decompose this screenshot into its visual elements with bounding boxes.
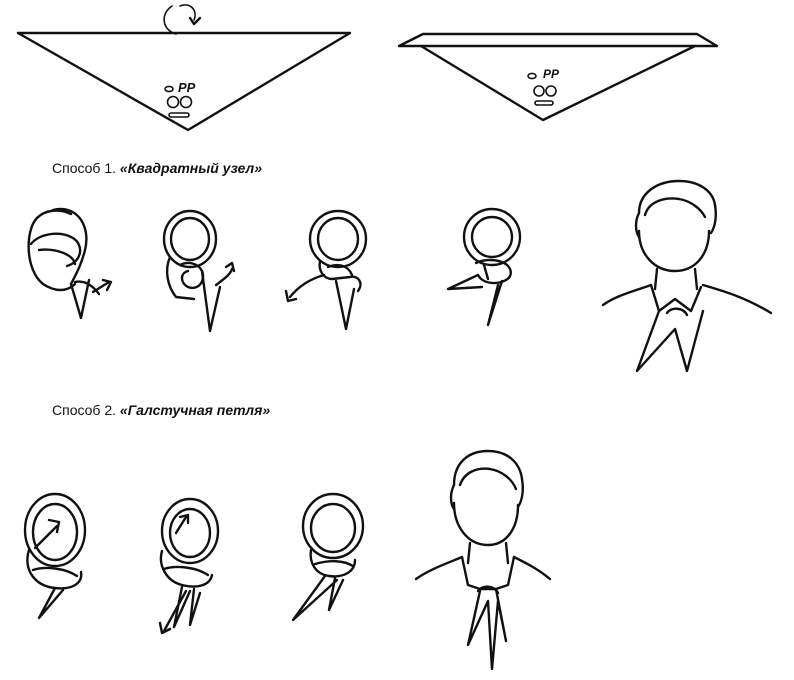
scarf-folded-illustration: РР xyxy=(395,20,725,130)
method1-step3-illustration xyxy=(280,205,390,335)
method1-step2-illustration xyxy=(150,205,245,335)
method2-name: «Галстучная петля» xyxy=(120,402,270,418)
method1-step1-illustration xyxy=(15,200,115,325)
scarf-folded-emblem-text: РР xyxy=(543,67,560,81)
method1-caption: Способ 1. «Квадратный узел» xyxy=(52,160,262,176)
method2-step3-illustration xyxy=(285,490,380,625)
method2-step2-illustration xyxy=(150,495,240,635)
method1-step4-illustration xyxy=(440,205,540,330)
method1-prefix: Способ 1. xyxy=(52,160,120,176)
method2-caption: Способ 2. «Галстучная петля» xyxy=(52,402,270,418)
scarf-emblem-text: РР xyxy=(178,80,196,95)
method2-step1-illustration xyxy=(15,490,105,625)
method1-name: «Квадратный узел» xyxy=(120,160,262,176)
boy-method2-illustration xyxy=(410,445,560,670)
method2-prefix: Способ 2. xyxy=(52,402,120,418)
boy-method1-illustration xyxy=(595,175,785,385)
scarf-unfolded-illustration: РР xyxy=(10,0,360,140)
